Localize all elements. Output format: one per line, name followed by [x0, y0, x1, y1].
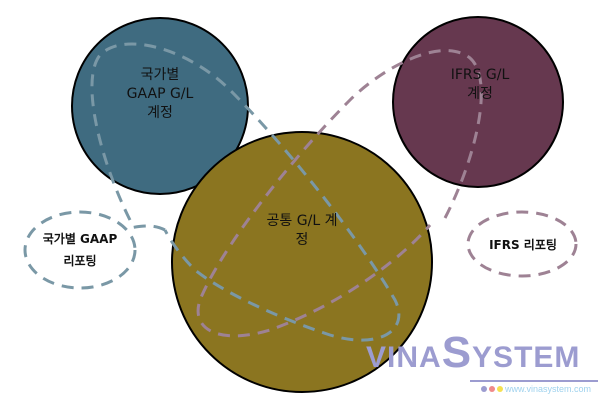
label-line: 리포팅: [63, 254, 97, 268]
logo-dot-red: [489, 386, 495, 392]
logo-url: www.vinasystem.com: [505, 384, 592, 394]
label-line: 정: [295, 232, 309, 248]
ifrs-gl-circle: [392, 16, 564, 188]
label-line: GAAP G/L: [126, 86, 194, 102]
label-line: IFRS 리포팅: [489, 238, 557, 252]
logo-dot-blue: [481, 386, 487, 392]
common-gl-label: 공통 G/L 계 정: [232, 212, 372, 250]
logo-text-right: YSTEM: [472, 341, 581, 374]
ifrs-reporting-label: IFRS 리포팅: [468, 234, 578, 256]
common-gl-circle: [171, 131, 433, 393]
logo-text-s: S: [441, 328, 473, 377]
label-line: 국가별 GAAP: [42, 232, 118, 246]
label-line: 계정: [467, 86, 493, 102]
logo-dot-yellow: [497, 386, 503, 392]
label-line: 국가별: [140, 67, 180, 83]
label-line: 공통 G/L 계: [266, 213, 338, 229]
vinasystem-logo: VINASYSTEM: [366, 330, 580, 376]
local-gaap-reporting-ellipse: [23, 210, 137, 290]
gaap-flow-connector: [90, 42, 401, 342]
label-line: 계정: [147, 105, 173, 121]
logo-text-left: VINA: [366, 341, 442, 374]
label-line: IFRS G/L: [450, 67, 510, 83]
local-gaap-gl-circle: [71, 17, 249, 195]
local-gaap-gl-label: 국가별 GAAP G/L 계정: [90, 66, 230, 123]
ifrs-gl-label: IFRS G/L 계정: [410, 66, 550, 104]
gaap-to-reporting-connector: [129, 224, 166, 232]
ifrs-flow-connector: [196, 49, 483, 338]
local-gaap-reporting-label: 국가별 GAAP 리포팅: [25, 228, 135, 272]
ifrs-reporting-ellipse: [466, 210, 578, 278]
